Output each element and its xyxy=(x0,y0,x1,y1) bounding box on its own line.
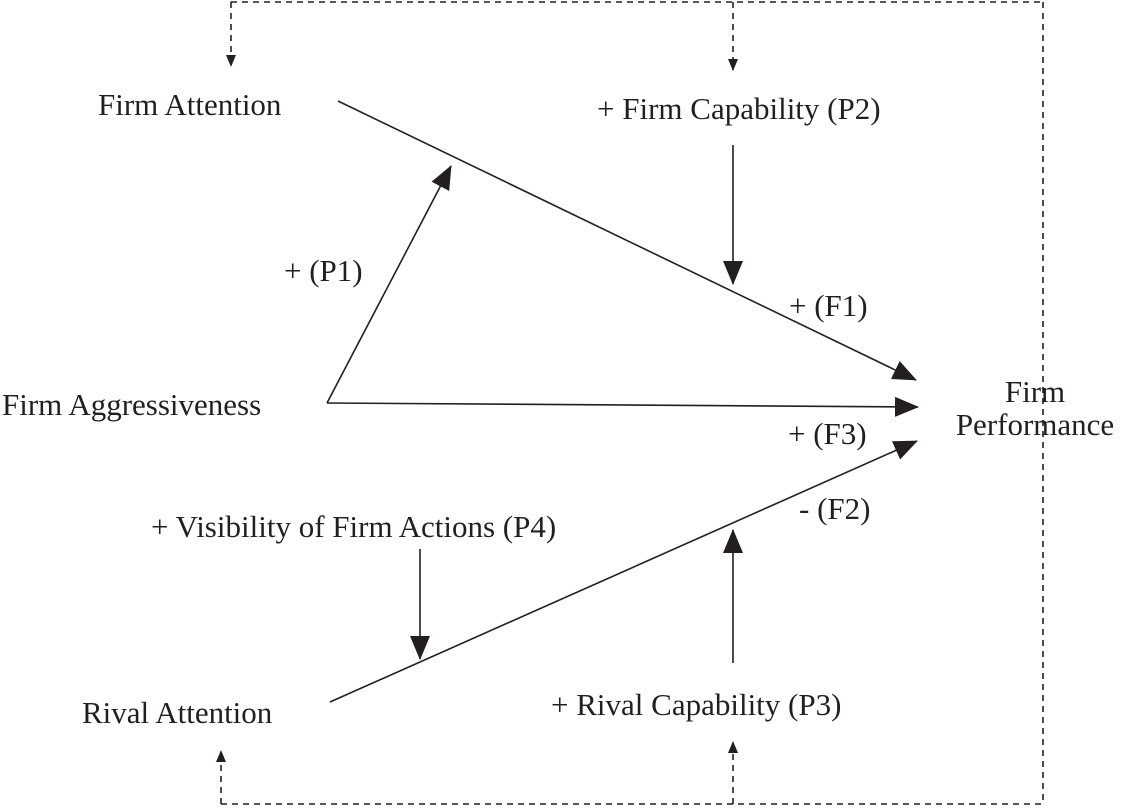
arrow-firm-attention-to-performance xyxy=(337,100,917,381)
node-firm-capability: + Firm Capability (P2) xyxy=(597,91,881,126)
node-firm-attention: Firm Attention xyxy=(98,87,282,122)
firm-performance-line-2: Performance xyxy=(955,406,1115,442)
edge-label-f2: - (F2) xyxy=(799,491,871,526)
node-rival-capability: + Rival Capability (P3) xyxy=(551,687,842,722)
edge-label-f3: + (F3) xyxy=(788,416,867,451)
arrow-aggressiveness-to-attention-path xyxy=(326,165,452,404)
node-rival-attention: Rival Attention xyxy=(82,695,273,730)
node-firm-aggressiveness: Firm Aggressiveness xyxy=(2,387,262,422)
edge-label-f1: + (F1) xyxy=(789,288,868,323)
arrow-rival-attention-to-performance xyxy=(329,440,918,703)
feedback-loop-top xyxy=(226,1,1043,71)
node-visibility-of-firm-actions: + Visibility of Firm Actions (P4) xyxy=(151,509,557,544)
feedback-loop-bottom xyxy=(216,741,1043,805)
node-firm-performance: Firm Performance xyxy=(935,374,1135,442)
arrow-aggressiveness-to-performance xyxy=(326,396,919,417)
firm-performance-line-1: Firm xyxy=(1004,374,1066,409)
edge-label-p1: + (P1) xyxy=(284,253,363,288)
